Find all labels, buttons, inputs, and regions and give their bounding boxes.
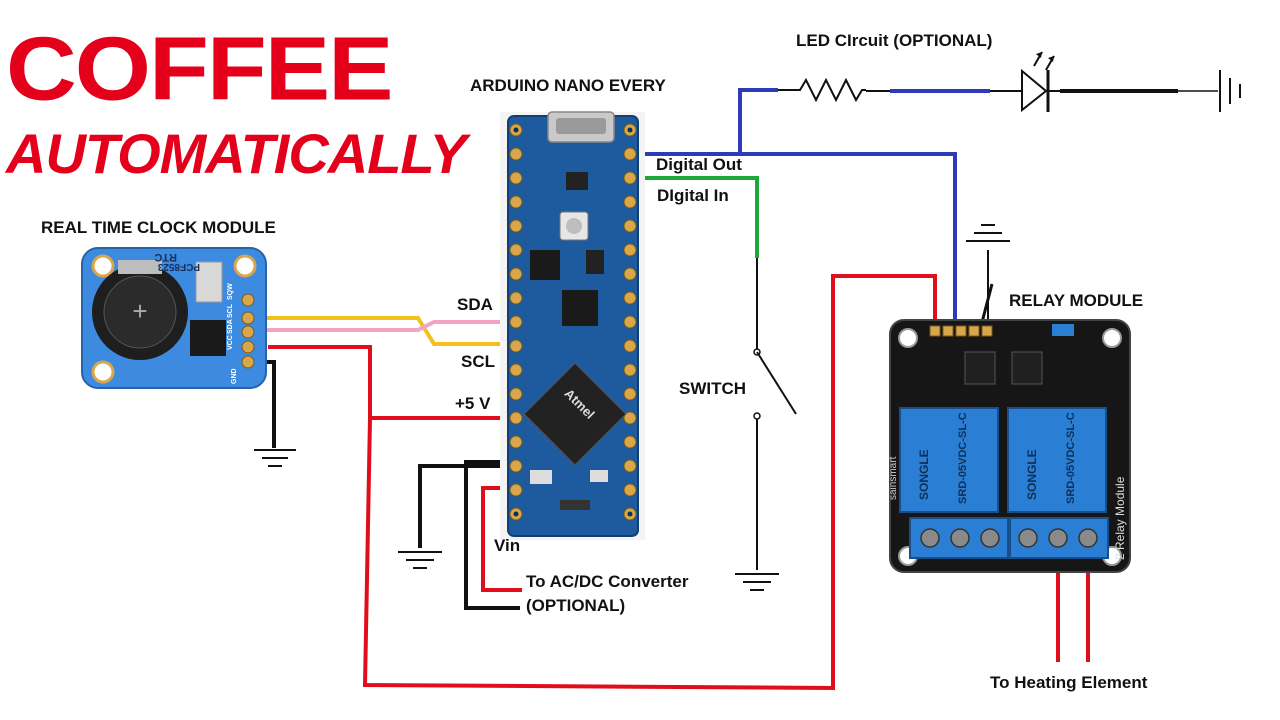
title-automatically: AUTOMATICALLY	[6, 122, 467, 185]
relay-2	[1007, 407, 1107, 513]
relay-1-model: SRD-05VDC-SL-C	[957, 412, 969, 504]
label-5v: +5 V	[455, 394, 491, 413]
ground-symbol-switch	[735, 573, 779, 591]
left-header-pins	[509, 123, 523, 521]
ground-symbol-relay	[966, 224, 1010, 242]
label-converter-line2: (OPTIONAL)	[526, 596, 626, 615]
rtc-board-label: RTC	[154, 251, 177, 263]
label-scl: SCL	[461, 352, 495, 371]
label-converter-line1: To AC/DC Converter	[526, 572, 689, 591]
wire-digital-in-green	[628, 176, 759, 258]
right-header-pins	[623, 123, 637, 521]
relay-2-maker: SONGLE	[1025, 449, 1039, 500]
relay-brand: sainsmart	[888, 456, 899, 500]
label-switch: SWITCH	[679, 379, 747, 398]
wire-scl-yellow	[262, 316, 515, 346]
relay-module-text: 2 Relay Module	[1113, 476, 1127, 560]
label-digital-out: Digital Out	[656, 155, 742, 174]
rtc-pins	[241, 293, 255, 369]
label-led-circuit: LED CIrcuit (OPTIONAL)	[796, 31, 993, 50]
rtc-pin-sda: SDA	[227, 319, 234, 334]
label-arduino: ARDUINO NANO EVERY	[470, 76, 666, 95]
wire-digital-out-blue	[628, 152, 957, 330]
arduino-nano-board: Atmel	[500, 111, 645, 540]
rtc-pin-vcc: VCC	[227, 335, 234, 350]
title-coffee: COFFEE	[6, 17, 393, 119]
rtc-module-board: + PCF8523 RTC SQW SCL SDA VCC GND	[81, 247, 267, 389]
label-sda: SDA	[457, 295, 493, 314]
switch-lever	[756, 351, 797, 415]
label-rtc-module: REAL TIME CLOCK MODULE	[41, 218, 276, 237]
rtc-pin-gnd: GND	[231, 368, 238, 384]
wire-vin-red	[481, 486, 522, 592]
led-icon	[990, 51, 1060, 113]
relay-header-pins	[929, 325, 993, 337]
rtc-chip	[190, 320, 226, 356]
relay-1-maker: SONGLE	[917, 449, 931, 500]
wire-gnd-black-converter	[464, 460, 520, 610]
switch-contact-bottom	[753, 412, 761, 420]
wire-led-blue-up	[738, 88, 778, 154]
svg-text:+: +	[132, 296, 147, 326]
relay-module-board: SRD-05VDC-SL-C SRD-05VDC-SL-C SONGLE SON…	[888, 319, 1131, 573]
wire-5v-red	[268, 345, 515, 420]
label-digital-in: DIgital In	[657, 186, 729, 205]
wire-sda-pink	[262, 320, 515, 332]
label-relay-module: RELAY MODULE	[1009, 291, 1144, 310]
ground-symbol-rtc	[254, 449, 296, 467]
wire-5v-red-loop	[362, 274, 937, 691]
resistor-icon	[778, 77, 866, 103]
rtc-chip-label: PCF8523	[157, 261, 200, 272]
wire-gnd-black-left	[418, 464, 515, 548]
rtc-pin-sqw: SQW	[227, 283, 234, 300]
rtc-pin-scl: SCL	[227, 303, 234, 318]
relay-2-model: SRD-05VDC-SL-C	[1065, 412, 1077, 504]
ground-symbol-led	[1219, 70, 1241, 112]
label-heating-element: To Heating Element	[990, 673, 1148, 692]
relay-1	[899, 407, 999, 513]
relay-jumper	[1052, 324, 1074, 336]
atmel-chip: Atmel	[523, 362, 627, 466]
label-vin: Vin	[494, 536, 521, 555]
ground-symbol-arduino	[398, 551, 442, 569]
